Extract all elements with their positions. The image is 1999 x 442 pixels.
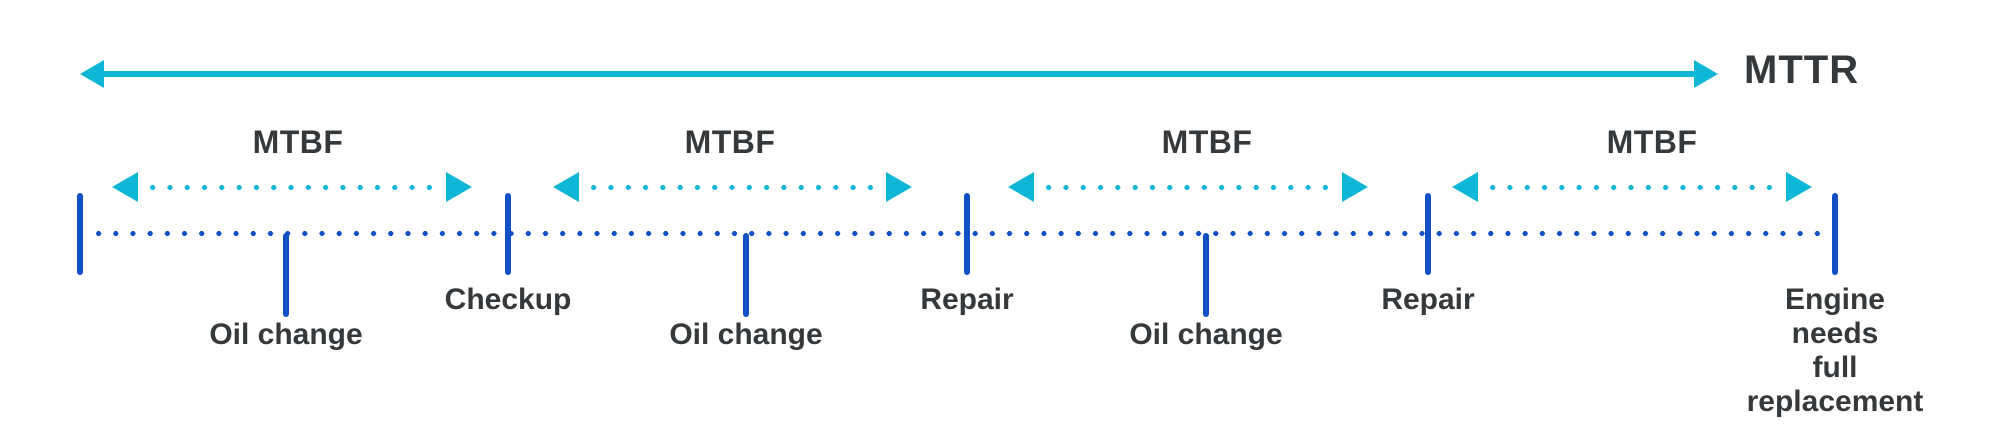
arrowhead-left-icon xyxy=(1452,172,1478,202)
timeline-tick-major xyxy=(964,193,970,275)
event-label: Oil change xyxy=(209,318,363,351)
mtbf-dotted-arrow xyxy=(1008,172,1368,202)
mtbf-arrow-dotted-shaft xyxy=(585,185,880,190)
arrowhead-right-icon xyxy=(1694,60,1718,88)
mtbf-label: MTBF xyxy=(684,124,776,160)
timeline-dotted-line xyxy=(90,231,1822,236)
timeline-tick-major xyxy=(1832,193,1838,275)
arrowhead-left-icon xyxy=(112,172,138,202)
mtbf-arrow-dotted-shaft xyxy=(144,185,440,190)
event-label: Engine needs full replacement xyxy=(1746,283,1924,418)
timeline-tick-major xyxy=(505,193,511,275)
mtbf-label: MTBF xyxy=(1606,124,1698,160)
timeline-tick-minor xyxy=(283,233,289,317)
timeline-tick-major xyxy=(1425,193,1431,275)
mttr-arrow xyxy=(80,59,1718,89)
arrowhead-left-icon xyxy=(553,172,579,202)
mtbf-label: MTBF xyxy=(1161,124,1253,160)
arrowhead-right-icon xyxy=(446,172,472,202)
mtbf-arrow-dotted-shaft xyxy=(1040,185,1336,190)
mtbf-label: MTBF xyxy=(252,124,344,160)
mtbf-dotted-arrow xyxy=(112,172,472,202)
mttr-arrow-shaft xyxy=(98,71,1700,77)
timeline-tick-minor xyxy=(743,233,749,317)
mtbf-dotted-arrow xyxy=(553,172,912,202)
arrowhead-left-icon xyxy=(1008,172,1034,202)
event-label: Oil change xyxy=(669,318,823,351)
arrowhead-right-icon xyxy=(1786,172,1812,202)
event-label: Repair xyxy=(1381,283,1475,316)
arrowhead-right-icon xyxy=(1342,172,1368,202)
event-label: Repair xyxy=(920,283,1014,316)
arrowhead-right-icon xyxy=(886,172,912,202)
mttr-label: MTTR xyxy=(1744,48,1860,92)
event-label: Oil change xyxy=(1129,318,1283,351)
timeline-tick-minor xyxy=(1203,233,1209,317)
mtbf-arrow-dotted-shaft xyxy=(1484,185,1780,190)
mtbf-dotted-arrow xyxy=(1452,172,1812,202)
event-label: Checkup xyxy=(444,283,572,316)
timeline-tick-major xyxy=(77,193,83,275)
